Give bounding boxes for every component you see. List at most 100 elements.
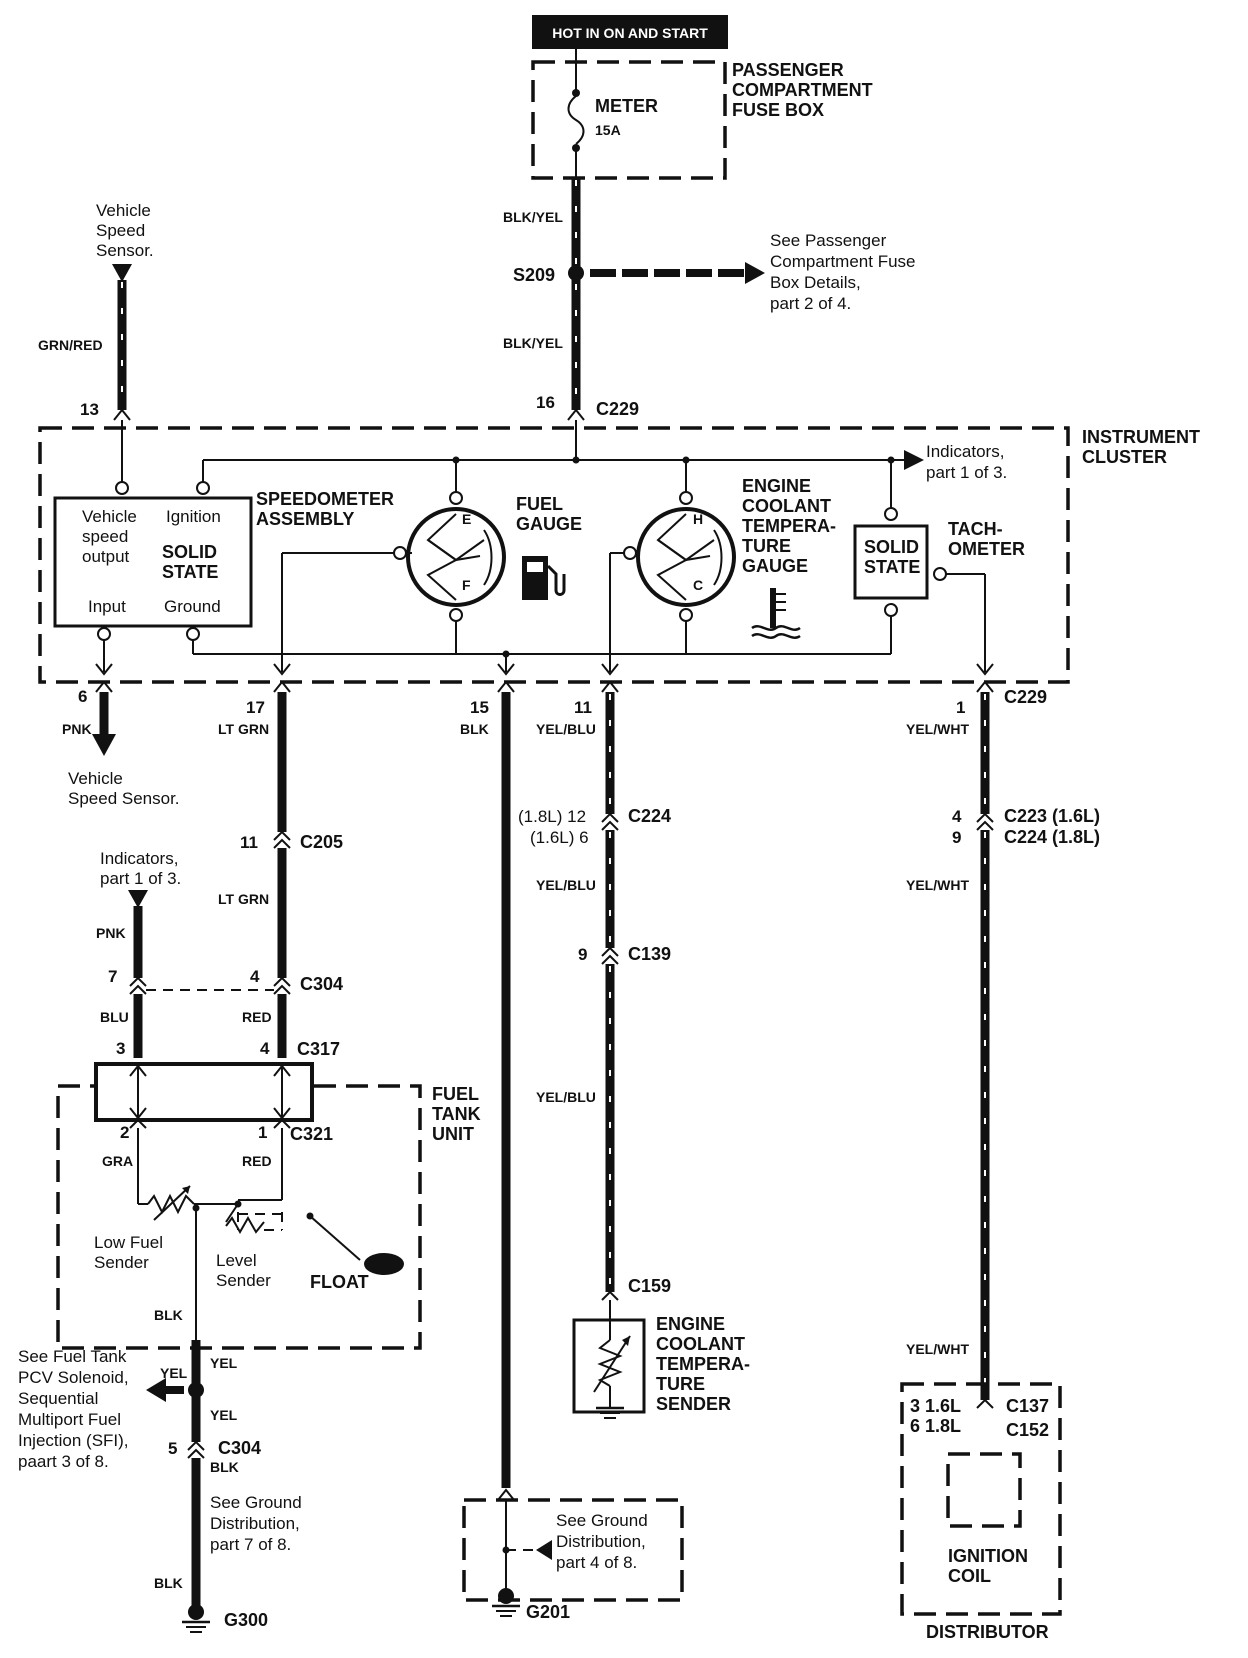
- s209-label: S209: [513, 265, 555, 285]
- pin4-c317: 4: [260, 1039, 270, 1058]
- see-pass-fuse-3: Box Details,: [770, 273, 861, 292]
- g300: G300: [224, 1610, 268, 1630]
- indicators-top-2: part 1 of 3.: [926, 463, 1007, 482]
- fuse-box-label-1: PASSENGER: [732, 60, 844, 80]
- c224-16: (1.6L) 6: [530, 828, 589, 847]
- c159: C159: [628, 1276, 671, 1296]
- yel-label-2: YEL: [210, 1407, 238, 1423]
- see-ground-left-2: Distribution,: [210, 1514, 300, 1533]
- pin3: 3: [116, 1039, 125, 1058]
- yel-wht-label-2: YEL/WHT: [906, 877, 969, 893]
- fuel-tank-unit: FUEL TANK UNIT 2 1 C321 GRA RED: [56, 1062, 481, 1350]
- vss-top-2: Speed: [96, 221, 145, 240]
- see-pass-fuse-4: part 2 of 4.: [770, 294, 851, 313]
- distributor: 3 1.6L 6 1.8L C137 C152 IGNITION COIL DI…: [900, 1382, 1062, 1642]
- cluster-bottom-pins: 6 17 15 11 1 C229: [78, 687, 1047, 717]
- c139: C139: [628, 944, 671, 964]
- speedo-solid-1: SOLID: [162, 542, 217, 562]
- tach-label-1: TACH-: [948, 519, 1003, 539]
- c304-top: C304: [300, 974, 343, 994]
- yel-blu-label-3: YEL/BLU: [536, 1089, 596, 1105]
- speedo-vso-3: output: [82, 547, 130, 566]
- speedo-ground: Ground: [164, 597, 221, 616]
- c229-bottom: C229: [1004, 687, 1047, 707]
- blk-ground-wire: BLK: [460, 680, 515, 1501]
- c152: C152: [1006, 1420, 1049, 1440]
- cluster-label-1: INSTRUMENT: [1082, 427, 1200, 447]
- see-fuel-tank-1: See Fuel Tank: [18, 1347, 127, 1366]
- see-fuel-tank-4: Multiport Fuel: [18, 1410, 121, 1429]
- fuel-tank-1: FUEL: [432, 1084, 479, 1104]
- ect-sender-4: TURE: [656, 1374, 705, 1394]
- pin7: 7: [108, 967, 117, 986]
- see-pass-fuse-2: Compartment Fuse: [770, 252, 916, 271]
- pin17: 17: [246, 698, 265, 717]
- pin1b: 1: [258, 1123, 267, 1142]
- fuel-gauge-label-2: GAUGE: [516, 514, 582, 534]
- pin13: 13: [80, 400, 99, 419]
- blk-label-mid: BLK: [460, 721, 489, 737]
- see-ground-left-3: part 7 of 8.: [210, 1535, 291, 1554]
- meter-label: METER: [595, 96, 658, 116]
- c223: C223 (1.6L): [1004, 806, 1100, 826]
- cluster-label-2: CLUSTER: [1082, 447, 1167, 467]
- thermometer-icon: [751, 588, 801, 639]
- pin15: 15: [470, 698, 489, 717]
- c205: C205: [300, 832, 343, 852]
- see-fuel-tank-5: Injection (SFI),: [18, 1431, 129, 1450]
- c224b-pin: 9: [952, 828, 961, 847]
- pin4-c304: 4: [250, 967, 260, 986]
- yel-wht-label-1: YEL/WHT: [906, 721, 969, 737]
- pin11: 11: [574, 698, 592, 717]
- indicators-left-1: Indicators,: [100, 849, 178, 868]
- vss-bottom-1: Vehicle: [68, 769, 123, 788]
- speedo-vso-1: Vehicle: [82, 507, 137, 526]
- tach-label-2: OMETER: [948, 539, 1025, 559]
- gra-label: GRA: [102, 1153, 133, 1169]
- pnk-vss-wire: PNK Vehicle Speed Sensor.: [62, 680, 180, 808]
- vss-top: Vehicle Speed Sensor. GRN/RED 13: [38, 201, 154, 421]
- c321: C321: [290, 1124, 333, 1144]
- g201: G201: [526, 1602, 570, 1622]
- pnk-label-top: PNK: [62, 721, 92, 737]
- fuel-gauge-label-1: FUEL: [516, 494, 563, 514]
- low-fuel-sender-2: Sender: [94, 1253, 149, 1272]
- ect-gauge-label-5: GAUGE: [742, 556, 808, 576]
- passenger-fuse-box: METER 15A PASSENGER COMPARTMENT FUSE BOX: [531, 49, 873, 180]
- fuel-pump-icon: [522, 556, 566, 600]
- see-ground-mid-1: See Ground: [556, 1511, 648, 1530]
- yel-wht-label-3: YEL/WHT: [906, 1341, 969, 1357]
- pin2: 2: [120, 1123, 129, 1142]
- c224-18: (1.8L) 12: [518, 807, 586, 826]
- ect-gauge-label-3: TEMPERA-: [742, 516, 836, 536]
- see-ground-mid-3: part 4 of 8.: [556, 1553, 637, 1572]
- blk-label-tank: BLK: [154, 1307, 183, 1323]
- yel-wht-wire: YEL/WHT 4 C223 (1.6L) 9 C224 (1.8L) YEL/…: [906, 680, 1100, 1409]
- yel-blu-label-2: YEL/BLU: [536, 877, 596, 893]
- level-sender-1: Level: [216, 1251, 257, 1270]
- red-label-1: RED: [242, 1009, 272, 1025]
- lt-grn-label-1: LT GRN: [218, 721, 269, 737]
- ect-sender-2: COOLANT: [656, 1334, 745, 1354]
- see-ground-left-1: See Ground: [210, 1493, 302, 1512]
- fuse-box-label-2: COMPARTMENT: [732, 80, 873, 100]
- vss-bottom-2: Speed Sensor.: [68, 789, 180, 808]
- see-pass-fuse-1: See Passenger: [770, 231, 887, 250]
- c224b: C224 (1.8L): [1004, 827, 1100, 847]
- lt-grn-wire: LT GRN 11 C205 LT GRN 4 C304 RED 4 C317: [218, 680, 343, 1059]
- ect-gauge-label-4: TURE: [742, 536, 791, 556]
- left-ground-wire: YEL YEL YEL See Fuel Tank PCV Solenoid, …: [18, 1340, 302, 1633]
- lt-grn-label-2: LT GRN: [218, 891, 269, 907]
- distributor-label: DISTRIBUTOR: [926, 1622, 1049, 1642]
- blk-yel-label-1: BLK/YEL: [503, 209, 563, 225]
- c304b: C304: [218, 1438, 261, 1458]
- fuel-gauge-e: E: [462, 511, 471, 527]
- ignition-coil-2: COIL: [948, 1566, 991, 1586]
- c139-pin: 9: [578, 945, 587, 964]
- see-fuel-tank-2: PCV Solenoid,: [18, 1368, 129, 1387]
- yel-label-1: YEL: [210, 1355, 238, 1371]
- float-label: FLOAT: [310, 1272, 369, 1292]
- blk-yel-wire: BLK/YEL S209 BLK/YEL 16 C229: [503, 178, 639, 421]
- blk-label-left-1: BLK: [210, 1459, 239, 1475]
